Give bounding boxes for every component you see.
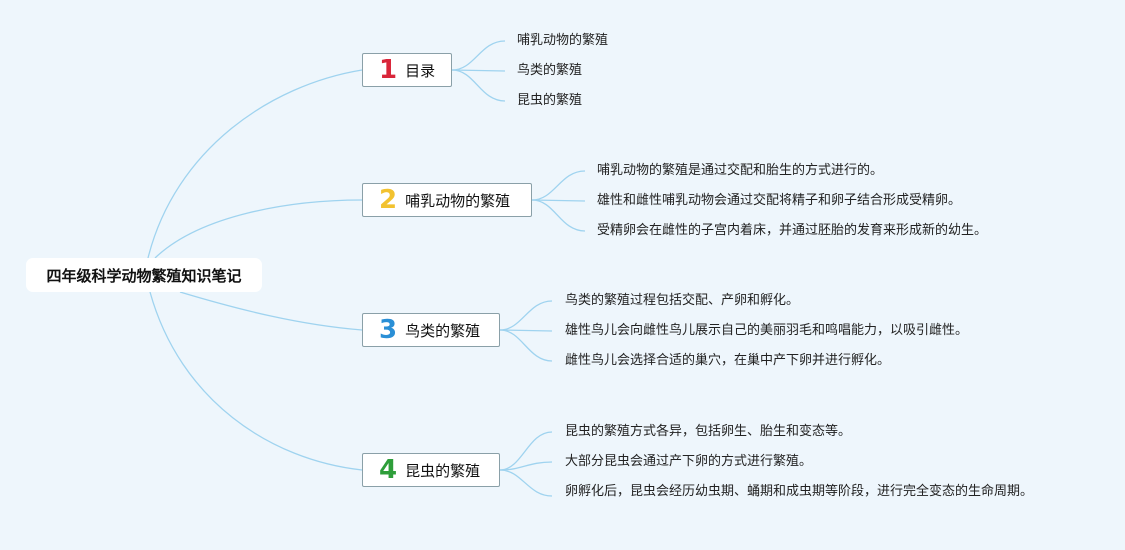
leaf-item[interactable]: 哺乳动物的繁殖是通过交配和胎生的方式进行的。 [597,163,884,178]
branch-node-2[interactable]: 2 哺乳动物的繁殖 [362,183,532,217]
connector-b1-leaf-2 [451,69,506,72]
connector-b4-leaf-2 [499,461,553,471]
branch-node-4[interactable]: 4 昆虫的繁殖 [362,453,500,487]
root-node[interactable]: 四年级科学动物繁殖知识笔记 [26,258,262,292]
root-title: 四年级科学动物繁殖知识笔记 [46,266,242,285]
connector-b1-leaf-3 [451,69,506,102]
leaf-item[interactable]: 雄性和雌性哺乳动物会通过交配将精子和卵子结合形成受精卵。 [597,193,962,208]
connector-b4-leaf-3 [499,469,553,497]
branch-node-3[interactable]: 3 鸟类的繁殖 [362,313,500,347]
leaf-item[interactable]: 哺乳动物的繁殖 [517,33,609,48]
connector-b2-leaf-1 [531,170,586,201]
branch-label: 昆虫的繁殖 [405,461,481,480]
connector-b2-leaf-2 [531,199,586,202]
leaf-item[interactable]: 雌性鸟儿会选择合适的巢穴，在巢中产下卵并进行孵化。 [565,353,891,368]
leaf-item[interactable]: 卵孵化后，昆虫会经历幼虫期、蛹期和成虫期等阶段，进行完全变态的生命周期。 [565,484,1034,499]
connector-b3-leaf-1 [499,300,553,331]
number-1-icon: 1 [379,55,398,85]
connector-b2-leaf-3 [531,199,586,232]
connector-root-branch-1 [147,69,363,259]
leaf-item[interactable]: 大部分昆虫会通过产下卵的方式进行繁殖。 [565,454,813,469]
number-2-icon: 2 [379,185,398,215]
branch-label: 哺乳动物的繁殖 [405,191,511,210]
connector-root-branch-2 [154,199,363,259]
branch-label: 目录 [405,61,436,80]
connector-b3-leaf-2 [499,329,553,332]
connector-b1-leaf-1 [451,40,506,71]
branch-label: 鸟类的繁殖 [405,321,481,340]
connector-b4-leaf-1 [499,431,553,471]
leaf-item[interactable]: 昆虫的繁殖 [517,93,583,108]
leaf-item[interactable]: 鸟类的繁殖 [517,63,583,78]
number-4-icon: 4 [379,455,398,485]
number-3-icon: 3 [379,315,398,345]
branch-node-1[interactable]: 1 目录 [362,53,452,87]
connector-root-branch-3 [179,291,363,331]
leaf-item[interactable]: 受精卵会在雌性的子宫内着床，并通过胚胎的发育来形成新的幼生。 [597,223,988,238]
connector-b3-leaf-3 [499,329,553,362]
leaf-item[interactable]: 昆虫的繁殖方式各异，包括卵生、胎生和变态等。 [565,424,852,439]
leaf-item[interactable]: 鸟类的繁殖过程包括交配、产卵和孵化。 [565,293,800,308]
connector-root-branch-4 [149,291,363,471]
leaf-item[interactable]: 雄性鸟儿会向雌性鸟儿展示自己的美丽羽毛和鸣唱能力，以吸引雌性。 [565,323,969,338]
